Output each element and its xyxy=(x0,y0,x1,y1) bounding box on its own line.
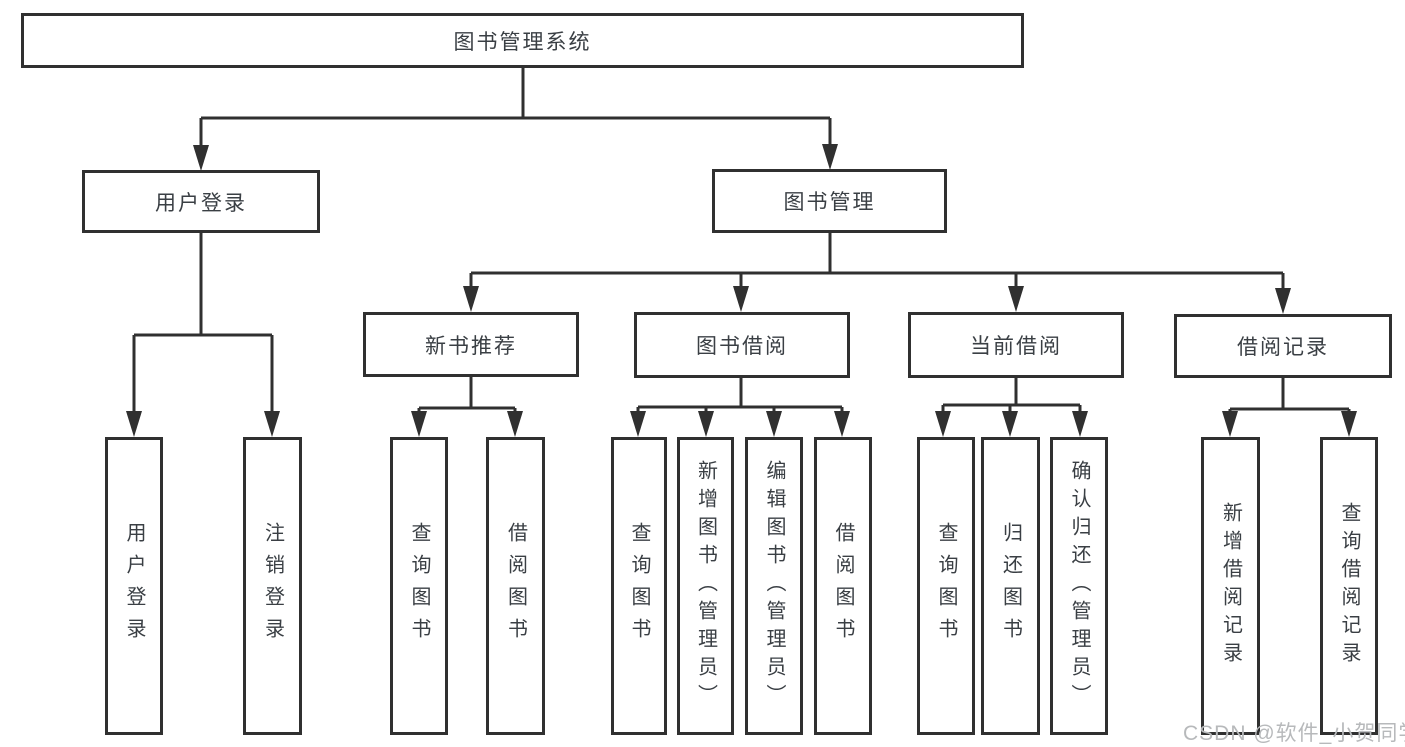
leaf-add-books-admin: 新增图书（管理员） xyxy=(677,437,734,735)
leaf-query-borrow-record-label: 查询借阅记录 xyxy=(1338,502,1360,670)
arrowheads xyxy=(126,144,1357,437)
leaf-borrow-books-label: 借阅图书 xyxy=(832,522,854,650)
leaf-return-books: 归还图书 xyxy=(981,437,1040,735)
leaf-logout-label: 注销登录 xyxy=(261,522,284,650)
leaf-add-books-admin-label: 新增图书（管理员） xyxy=(694,460,717,712)
leaf-query-books-current-label: 查询图书 xyxy=(935,522,957,650)
leaf-user-login: 用户登录 xyxy=(105,437,163,735)
leaf-query-books-borrow: 查询图书 xyxy=(611,437,667,735)
leaf-user-login-label: 用户登录 xyxy=(123,522,145,650)
csdn-watermark: CSDN @软件_小贺同学 xyxy=(1183,722,1405,745)
node-borrow-records: 借阅记录 xyxy=(1174,314,1392,378)
leaf-add-borrow-record: 新增借阅记录 xyxy=(1201,437,1260,735)
connector-paths xyxy=(132,68,1351,414)
leaf-borrow-books-recommend: 借阅图书 xyxy=(486,437,545,735)
leaf-query-books-current: 查询图书 xyxy=(917,437,975,735)
node-system-root: 图书管理系统 xyxy=(21,13,1024,68)
leaf-logout: 注销登录 xyxy=(243,437,302,735)
node-book-management: 图书管理 xyxy=(712,169,947,233)
node-user-login: 用户登录 xyxy=(82,170,320,233)
leaf-add-borrow-record-label: 新增借阅记录 xyxy=(1219,502,1242,670)
leaf-query-books-borrow-label: 查询图书 xyxy=(628,522,650,650)
leaf-edit-books-admin-label: 编辑图书（管理员） xyxy=(763,460,785,712)
leaf-borrow-books-recommend-label: 借阅图书 xyxy=(504,522,527,650)
leaf-confirm-return-admin: 确认归还（管理员） xyxy=(1050,437,1108,735)
leaf-query-books-recommend-label: 查询图书 xyxy=(408,522,430,650)
leaf-borrow-books: 借阅图书 xyxy=(814,437,872,735)
leaf-query-books-recommend: 查询图书 xyxy=(390,437,448,735)
leaf-return-books-label: 归还图书 xyxy=(999,522,1022,650)
leaf-confirm-return-admin-label: 确认归还（管理员） xyxy=(1068,460,1090,712)
node-current-borrow: 当前借阅 xyxy=(908,312,1124,378)
node-book-borrow: 图书借阅 xyxy=(634,312,850,378)
leaf-query-borrow-record: 查询借阅记录 xyxy=(1320,437,1378,735)
node-new-book-recommend: 新书推荐 xyxy=(363,312,579,377)
leaf-edit-books-admin: 编辑图书（管理员） xyxy=(745,437,803,735)
